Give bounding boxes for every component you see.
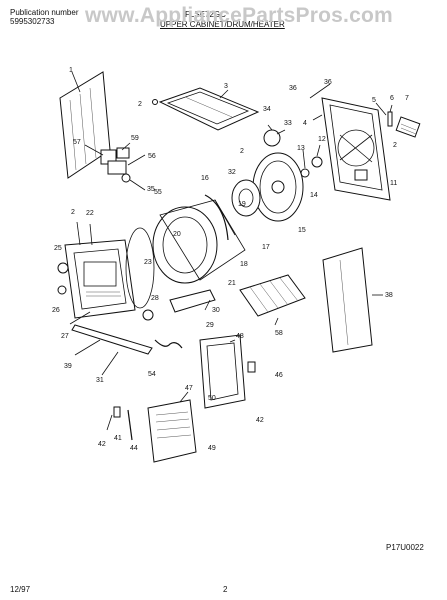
part-access-panel (199, 334, 256, 409)
part-top-frame (158, 87, 260, 131)
callout-19: 19 (238, 201, 246, 208)
callout-48: 48 (236, 333, 244, 340)
part-rear-bulkhead (309, 83, 391, 201)
callout-57: 57 (73, 139, 81, 146)
callout-2c: 2 (71, 209, 75, 216)
callout-36a: 36 (289, 85, 297, 92)
callout-58: 58 (275, 330, 283, 337)
part-side-panel (322, 247, 383, 353)
callout-31: 31 (96, 377, 104, 384)
callout-28: 28 (151, 295, 159, 302)
diagram-code: P17U0022 (386, 543, 424, 552)
callout-46: 46 (275, 372, 283, 379)
part-thermostat-cluster (84, 142, 146, 191)
callout-59: 59 (131, 135, 139, 142)
part-latch-icon (57, 262, 69, 274)
callout-3: 3 (224, 83, 228, 90)
callout-18: 18 (240, 261, 248, 268)
footer-date: 12/97 (10, 585, 31, 594)
part-idler-pulley (142, 309, 154, 321)
callout-14: 14 (310, 192, 318, 199)
callout-2a: 2 (138, 101, 142, 108)
callout-55: 55 (154, 189, 162, 196)
callout-49: 49 (208, 445, 216, 452)
callout-34: 34 (263, 106, 271, 113)
callout-38: 38 (385, 292, 393, 299)
part-drum (152, 194, 246, 284)
publication-number: 5995302733 (10, 17, 55, 26)
callout-2b: 2 (393, 142, 397, 149)
part-belt (125, 227, 155, 309)
callout-54: 54 (148, 371, 156, 378)
callout-6: 6 (390, 95, 394, 102)
part-filter-housing (147, 391, 197, 463)
callout-20: 20 (173, 231, 181, 238)
callout-2d: 2 (240, 148, 244, 155)
callout-21: 21 (228, 280, 236, 287)
callout-30: 30 (212, 307, 220, 314)
publication-label: Publication number (10, 8, 79, 17)
part-toe-kick (71, 324, 153, 376)
part-idler (263, 124, 286, 147)
callout-36b: 36 (324, 79, 332, 86)
callout-12: 12 (318, 136, 326, 143)
callout-50: 50 (208, 395, 216, 402)
callout-11: 11 (390, 180, 397, 187)
callout-22: 22 (86, 210, 94, 217)
callout-16: 16 (201, 175, 209, 182)
part-support-bracket (169, 289, 216, 313)
callout-32: 32 (228, 169, 236, 176)
callout-17: 17 (262, 244, 270, 251)
callout-42b: 42 (256, 417, 264, 424)
part-front-panel (64, 221, 136, 319)
callout-4: 4 (303, 120, 307, 127)
callout-7: 7 (405, 95, 409, 102)
callout-23: 23 (144, 259, 152, 266)
part-vent-grille (375, 102, 421, 138)
callout-39: 39 (64, 363, 72, 370)
callout-15: 15 (298, 227, 306, 234)
part-drum-rear (231, 152, 304, 222)
screw-icon (152, 99, 158, 105)
callout-1: 1 (69, 67, 73, 74)
callout-5: 5 (372, 97, 376, 104)
callout-42a: 42 (98, 441, 106, 448)
model-number: FLSE72GC (185, 10, 226, 19)
callout-29: 29 (206, 322, 214, 329)
part-motor-bracket (300, 144, 323, 178)
callout-56: 56 (148, 153, 156, 160)
callout-44: 44 (130, 445, 138, 452)
part-wire-harness (154, 339, 183, 349)
callout-33: 33 (284, 120, 292, 127)
callout-41: 41 (114, 435, 122, 442)
page-number: 2 (223, 585, 228, 594)
part-clip (106, 406, 133, 441)
callout-25: 25 (54, 245, 62, 252)
section-title: UPPER CABINET/DRUM/HEATER (160, 20, 285, 29)
callout-47: 47 (185, 385, 193, 392)
callout-13: 13 (297, 145, 305, 152)
part-knob-icon (57, 285, 67, 295)
callout-35: 35 (147, 186, 155, 193)
part-heater-grate (239, 274, 306, 326)
callout-27: 27 (61, 333, 69, 340)
callout-26: 26 (52, 307, 60, 314)
